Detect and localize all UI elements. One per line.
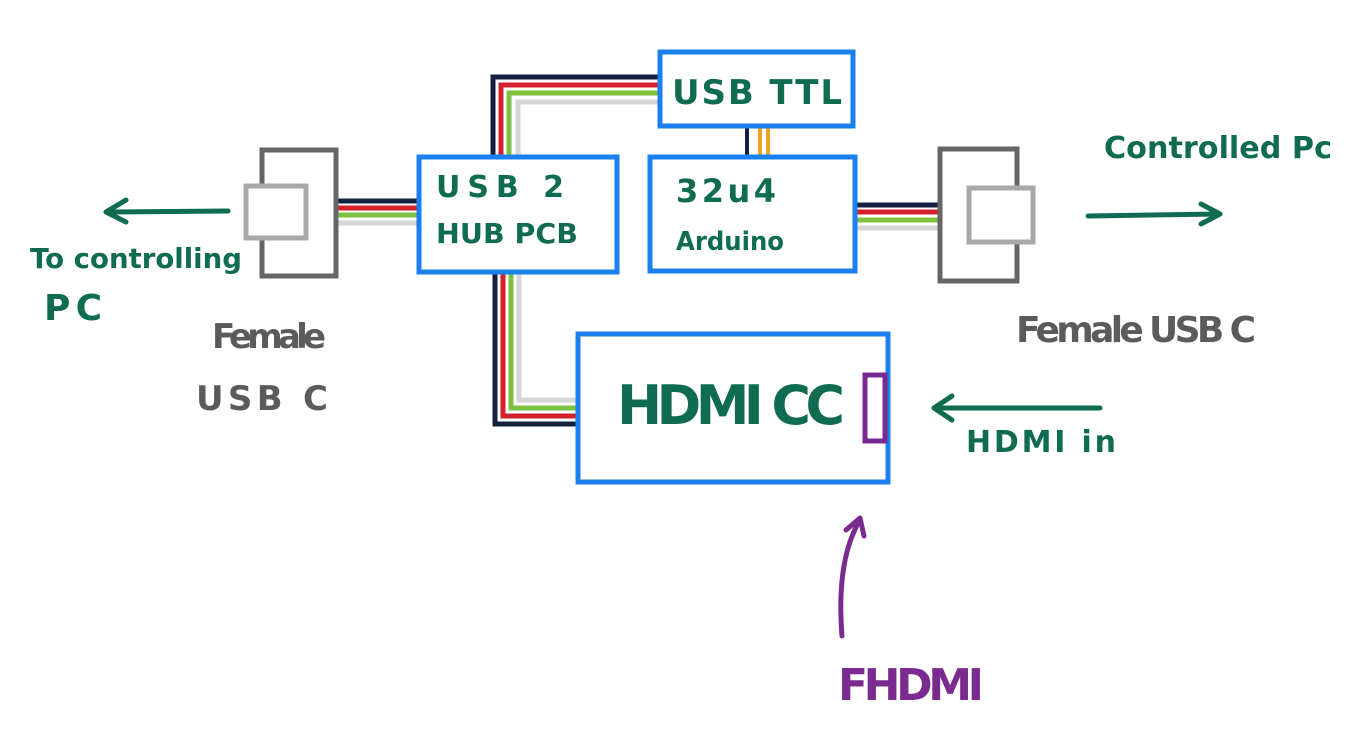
arduino-label-line2: Arduino <box>676 227 784 257</box>
wire-bundle-hub-hdmi <box>492 272 578 427</box>
usb-hub-box: USB 2 HUB PCB <box>416 154 620 275</box>
hdmi-cc-label: HDMI CC <box>617 374 845 437</box>
to-controlling-label-line1: To controlling <box>30 242 242 275</box>
arrow-up-icon <box>838 515 867 639</box>
usb-hub-label-line1: USB 2 <box>436 170 564 205</box>
wire-bundle-right <box>855 202 940 231</box>
left-connector-label-line2: USB C <box>196 379 328 419</box>
right-connector-label: Female USB C <box>1016 310 1256 351</box>
right-usb-c-connector <box>937 146 1036 284</box>
to-controlling-label-line2: PC <box>44 288 102 329</box>
arrow-left-icon <box>103 197 231 225</box>
arduino-box: 32u4 Arduino <box>647 154 858 274</box>
wire-bundle-hub-ttl <box>490 74 660 157</box>
arrow-right-icon <box>1085 201 1223 227</box>
wire-bundle-left <box>336 198 419 226</box>
controlled-pc-label: Controlled Pc <box>1104 131 1332 166</box>
hdmi-cc-box: HDMI CC <box>575 331 891 485</box>
hdmi-port <box>862 372 888 444</box>
arrow-hdmi-in-icon <box>931 393 1103 423</box>
wire-bundle-ttl-arduino <box>745 126 770 157</box>
usb-ttl-box: USB TTL <box>657 49 856 129</box>
left-connector-label-line1: Female <box>212 317 326 357</box>
hdmi-in-label: HDMI in <box>966 425 1116 460</box>
usb-ttl-label: USB TTL <box>672 73 842 113</box>
left-usb-c-connector <box>243 147 339 279</box>
usb-hub-label-line2: HUB PCB <box>436 217 578 250</box>
fhdmi-label: FHDMI <box>838 660 984 711</box>
